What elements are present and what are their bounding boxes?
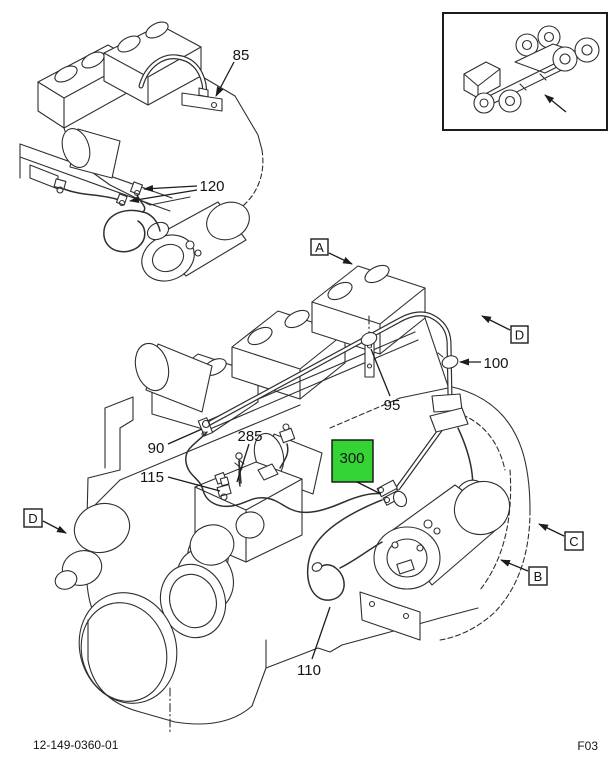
view-ref-c-label: C: [569, 534, 578, 549]
view-ref-a-box: [310, 238, 329, 256]
leader-115: [167, 476, 221, 492]
engine-secondary-view-illustration: [19, 21, 264, 282]
leader-285: [236, 443, 250, 483]
view-ref-d-right-label: D: [515, 328, 524, 343]
leader-view-c: [538, 523, 565, 537]
leader-view-d-left: [42, 520, 67, 534]
intake-tube: [134, 342, 213, 413]
fuel-supply-pipe: [205, 311, 474, 504]
view-ref-d-left-box: [23, 508, 43, 528]
bracket-85: [181, 92, 223, 112]
leader-85: [215, 61, 235, 97]
truck-chassis-icon: [463, 25, 600, 114]
valve-cover: [311, 264, 426, 355]
sensor-115: [216, 476, 232, 501]
locator-arrow-icon: [544, 94, 567, 113]
footer: 12-149-0360-01 F03: [33, 738, 598, 753]
fitting-120: [115, 193, 128, 207]
engine-front-accessories: [54, 396, 134, 616]
callout-90-label: 90: [148, 440, 165, 457]
view-ref-c-box: [564, 531, 584, 551]
leader-95: [370, 348, 391, 397]
leader-120b: [129, 189, 198, 203]
callout-285-label: 285: [237, 428, 262, 445]
view-reference-labels: A D D C B: [23, 238, 584, 586]
starter-motor: [141, 201, 250, 282]
fitting-120: [129, 181, 143, 197]
callout-100-label: 100: [483, 355, 508, 372]
sensor-injector: [279, 423, 296, 469]
connector-300: [376, 479, 408, 508]
highlight-300-box[interactable]: [331, 439, 374, 483]
oil-pan: [87, 607, 479, 733]
callout-110-label: 110: [297, 662, 321, 679]
sensor-fitting: [53, 178, 67, 194]
intake-tube: [61, 128, 121, 179]
leader-300: [356, 481, 382, 495]
engine-main-view-illustration: [54, 264, 531, 733]
view-ref-b-box: [528, 566, 548, 586]
chassis-locator-thumbnail: [442, 12, 608, 131]
leader-view-b: [500, 559, 529, 572]
callout-85-label: 85: [233, 47, 250, 64]
figure-number: 12-149-0360-01: [33, 738, 119, 752]
callout-leaders: [42, 61, 565, 660]
leader-90: [167, 428, 203, 445]
starter-motor: [359, 479, 511, 641]
leader-120a: [143, 184, 198, 192]
callout-300-label[interactable]: 300: [339, 450, 364, 467]
flywheel-housing: [424, 317, 531, 641]
callout-115-label: 115: [140, 469, 164, 486]
leader-view-a: [328, 252, 353, 265]
view-ref-d-left-label: D: [28, 511, 37, 526]
starter-cable-110: [306, 499, 383, 601]
callout-120-label: 120: [199, 178, 224, 195]
clamp-90: [197, 417, 214, 437]
leader-110: [311, 606, 331, 660]
leader-view-d-right: [481, 315, 511, 331]
injection-pump: [189, 461, 303, 566]
clamp-100: [437, 352, 459, 369]
callout-95-label: 95: [384, 397, 401, 414]
highlight-300-hotspot[interactable]: 300: [331, 439, 374, 483]
view-ref-a-label: A: [315, 240, 324, 255]
view-ref-b-label: B: [534, 569, 543, 584]
figure-code: F03: [577, 739, 598, 753]
view-ref-d-right-box: [510, 325, 529, 344]
callout-labels: 85 120 90 115 285 95 100 110: [140, 47, 508, 679]
heater-pipe: [138, 54, 209, 104]
